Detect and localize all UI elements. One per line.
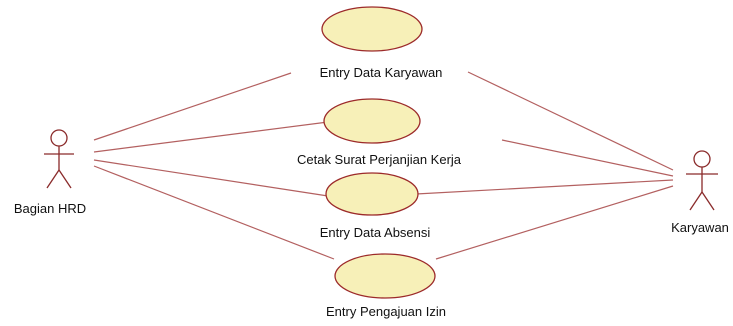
association-karyawan-entry-pengajuan-izin bbox=[435, 185, 674, 260]
actor-bagian-hrd: Bagian HRD bbox=[14, 129, 86, 216]
use-case-ellipse bbox=[334, 253, 436, 299]
use-case-label: Entry Pengajuan Izin bbox=[326, 304, 446, 319]
association-karyawan-entry-data-absensi bbox=[415, 179, 674, 195]
stick-figure-icon bbox=[686, 150, 718, 211]
association-hrd-entry-data-absensi bbox=[93, 159, 329, 197]
use-case-entry-data-absensi: Entry Data Absensi bbox=[320, 172, 431, 240]
association-karyawan-cetak-surat-perjanjian-kerja bbox=[501, 139, 674, 177]
association-hrd-cetak-surat-perjanjian-kerja bbox=[93, 121, 329, 153]
association-hrd-entry-pengajuan-izin bbox=[93, 165, 335, 260]
use-case-ellipse bbox=[325, 172, 419, 216]
stick-figure-icon bbox=[44, 129, 74, 189]
use-case-label: Entry Data Karyawan bbox=[320, 65, 443, 80]
association-hrd-entry-data-karyawan bbox=[93, 72, 292, 141]
use-case-ellipse bbox=[323, 98, 421, 144]
association-karyawan-entry-data-karyawan bbox=[467, 71, 674, 171]
use-case-ellipse bbox=[321, 6, 423, 52]
use-case-entry-pengajuan-izin: Entry Pengajuan Izin bbox=[326, 253, 446, 319]
actor-label: Karyawan bbox=[671, 220, 729, 235]
associations bbox=[93, 71, 674, 260]
use-case-label: Cetak Surat Perjanjian Kerja bbox=[297, 152, 462, 167]
actor-karyawan: Karyawan bbox=[671, 150, 729, 235]
use-case-label: Entry Data Absensi bbox=[320, 225, 431, 240]
use-case-entry-data-karyawan: Entry Data Karyawan bbox=[320, 6, 443, 80]
use-case-cetak-surat-perjanjian-kerja: Cetak Surat Perjanjian Kerja bbox=[297, 98, 462, 167]
actor-label: Bagian HRD bbox=[14, 201, 86, 216]
